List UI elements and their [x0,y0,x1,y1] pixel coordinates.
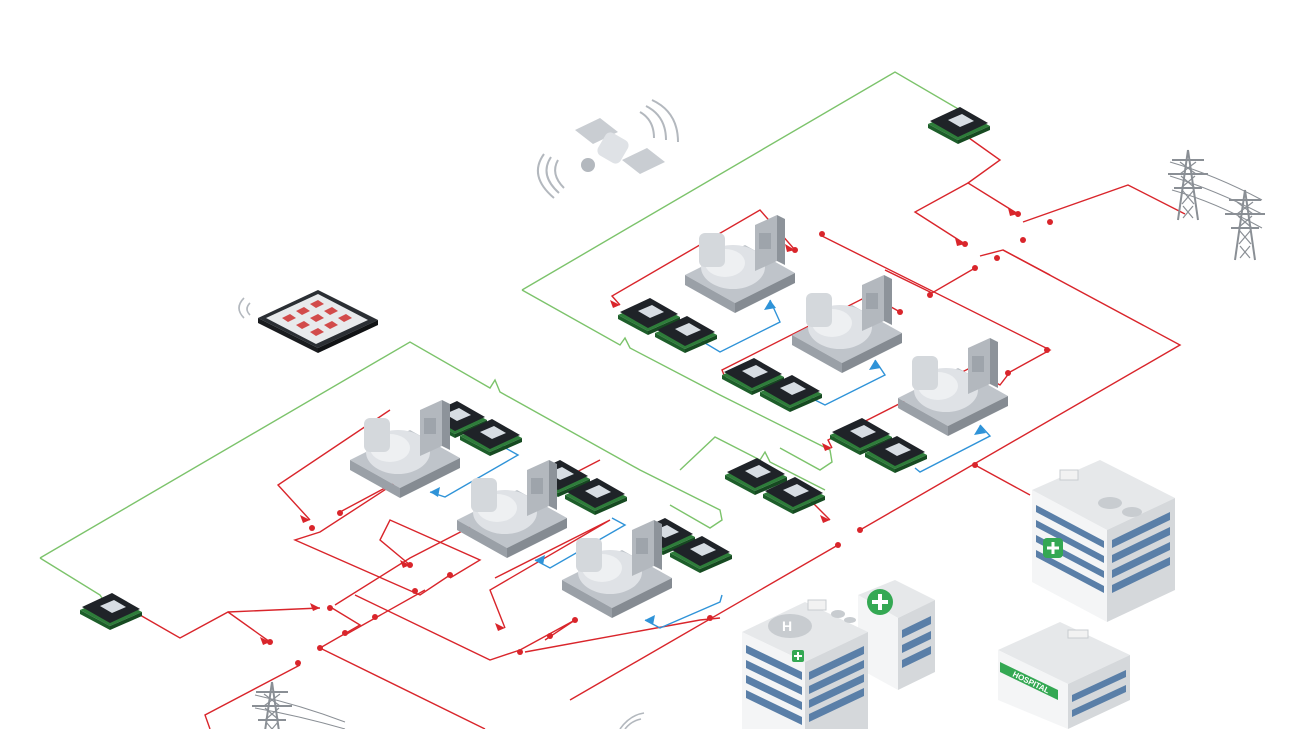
power-tower-icon [1167,149,1266,261]
clinic-building: HOSPITAL [998,622,1130,729]
helipad-label: H [782,618,792,634]
generator-set [457,460,567,558]
control-link-mid [679,436,826,491]
controller-module [80,593,142,630]
generator-set [792,275,902,373]
hmi-tablet-icon [238,290,378,353]
satellite-icon [536,99,679,199]
generator-set [898,338,1008,436]
control-link-lower [39,341,723,559]
cooling-arrows [430,300,986,625]
power-nodes [267,211,1053,666]
flow-arrows [260,208,1018,645]
control-link-upper-loop [521,289,833,471]
power-tower-icon [251,681,346,729]
hospital-tower-building: H [742,580,935,729]
hospital-building [1032,460,1175,622]
generator-set [350,400,460,498]
generator-set [685,215,795,313]
controller-module [928,107,990,144]
generator-set [562,520,672,618]
wifi-signal-icon [619,712,645,729]
